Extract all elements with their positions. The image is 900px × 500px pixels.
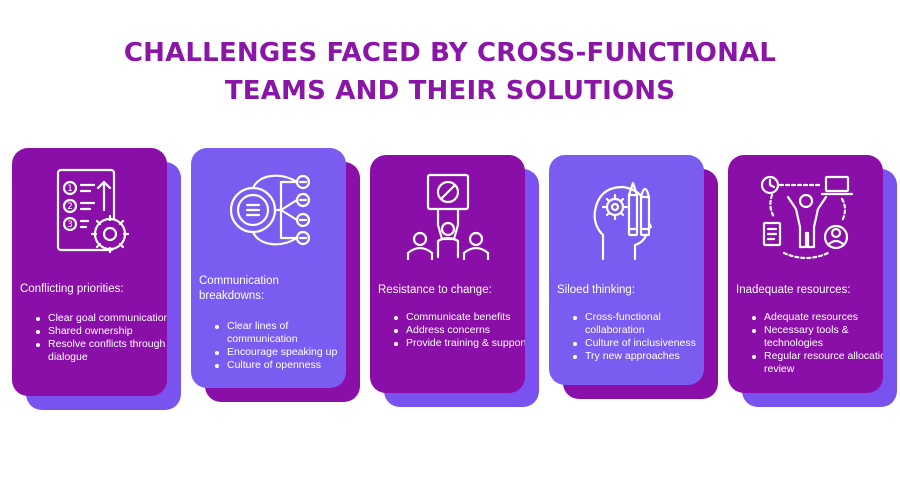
card-inadequate-resources: Inadequate resources: Adequate resources… — [728, 155, 897, 407]
title-line-2: TEAMS AND THEIR SOLUTIONS — [224, 76, 676, 106]
card-communication-breakdowns: Communication breakdowns: Clear lines of… — [191, 148, 360, 402]
network-nodes-icon — [219, 160, 319, 260]
head-gear-pencils-icon — [577, 167, 677, 267]
card-panel: Resistance to change: Communicate benefi… — [370, 155, 525, 393]
solution-item: Communicate benefits — [394, 311, 525, 324]
solution-item: Provide training & support — [394, 337, 525, 350]
solution-item: Clear goal communication — [36, 312, 167, 325]
card-panel: Siloed thinking: Cross-functional collab… — [549, 155, 704, 385]
solution-item: Culture of inclusiveness — [573, 337, 704, 350]
title-line-1: CHALLENGES FACED BY CROSS-FUNCTIONAL — [123, 38, 777, 68]
solution-list: Clear goal communication Shared ownershi… — [20, 312, 167, 364]
solution-item: Cross-functional collaboration — [573, 311, 704, 337]
protest-sign-icon — [398, 167, 498, 267]
solution-item: Culture of openness — [215, 359, 346, 372]
person-resources-icon — [756, 167, 856, 267]
solution-item: Resolve conflicts through dialogue — [36, 338, 167, 364]
card-panel: Communication breakdowns: Clear lines of… — [191, 148, 346, 388]
solution-item: Clear lines of communication — [215, 320, 346, 346]
svg-text:1: 1 — [67, 184, 73, 194]
svg-text:3: 3 — [67, 220, 73, 230]
card-conflicting-priorities: 1 2 3 — [12, 148, 181, 410]
card-resistance-to-change: Resistance to change: Communicate benefi… — [370, 155, 539, 407]
solution-item: Encourage speaking up — [215, 346, 346, 359]
card-heading: Siloed thinking: — [557, 284, 635, 296]
page-title: CHALLENGES FACED BY CROSS-FUNCTIONAL TEA… — [0, 34, 900, 110]
card-heading: Communication breakdowns: — [199, 275, 279, 302]
svg-text:2: 2 — [67, 202, 73, 212]
card-heading: Conflicting priorities: — [20, 283, 124, 295]
solution-item: Address concerns — [394, 324, 525, 337]
solution-item: Necessary tools & technologies — [752, 324, 883, 350]
solution-item: Try new approaches — [573, 350, 704, 363]
solution-list: Clear lines of communication Encourage s… — [199, 320, 346, 372]
solution-list: Communicate benefits Address concerns Pr… — [378, 311, 525, 350]
card-panel: Inadequate resources: Adequate resources… — [728, 155, 883, 393]
numbered-list-gear-icon: 1 2 3 — [40, 160, 140, 260]
solution-list: Cross-functional collaboration Culture o… — [557, 311, 704, 363]
solution-item: Shared ownership — [36, 325, 167, 338]
solution-item: Adequate resources — [752, 311, 883, 324]
solution-list: Adequate resources Necessary tools & tec… — [736, 311, 883, 376]
solution-item: Regular resource allocation review — [752, 350, 883, 376]
card-panel: 1 2 3 — [12, 148, 167, 396]
card-siloed-thinking: Siloed thinking: Cross-functional collab… — [549, 155, 718, 399]
card-heading: Inadequate resources: — [736, 284, 851, 296]
card-heading: Resistance to change: — [378, 284, 492, 296]
